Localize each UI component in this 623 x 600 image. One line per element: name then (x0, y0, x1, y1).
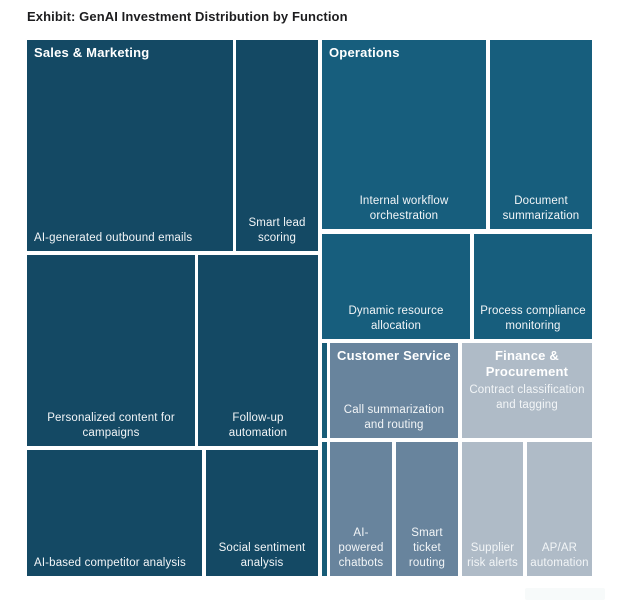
treemap-cell-process-compliance-monitoring[interactable]: Process compliance monitoring (474, 234, 592, 339)
group-header-operations: Operations (329, 45, 400, 60)
treemap-cell-contract-classification-and-tagging[interactable]: Finance & Procurement Contract classific… (462, 343, 592, 438)
treemap-cell-unlabeled[interactable] (322, 343, 327, 438)
treemap-cell-ai-based-competitor-analysis[interactable]: AI-based competitor analysis (27, 450, 202, 576)
treemap-cell-social-sentiment-analysis[interactable]: Social sentiment analysis (206, 450, 318, 576)
cell-label: Personalized content for campaigns (47, 412, 175, 440)
treemap-cell-unlabeled[interactable] (322, 442, 327, 576)
cell-label: Follow-up automation (228, 412, 288, 440)
cell-label: Dynamic resource allocation (348, 305, 444, 333)
group-header-customer-service: Customer Service (337, 348, 451, 363)
treemap-cell-internal-workflow-orchestration[interactable]: Operations Internal workflow orchestrati… (322, 40, 486, 229)
watermark-fragment (525, 588, 605, 600)
group-header-sales-marketing: Sales & Marketing (34, 45, 150, 60)
treemap-cell-supplier-risk-alerts[interactable]: Supplier risk alerts (462, 442, 523, 576)
treemap-cell-smart-lead-scoring[interactable]: Smart lead scoring (236, 40, 318, 251)
cell-label: AI-based competitor analysis (34, 557, 186, 570)
cell-label: Process compliance monitoring (480, 305, 586, 333)
cell-label: Supplier risk alerts (467, 542, 518, 570)
treemap-cell-follow-up-automation[interactable]: Follow-up automation (198, 255, 318, 446)
group-header-finance-procurement: Finance & Procurement (485, 348, 569, 380)
cell-label: Contract classification and tagging (469, 384, 585, 411)
cell-label: AP/AR automation (530, 542, 589, 570)
treemap-cell-ai-generated-outbound-emails[interactable]: Sales & Marketing AI-generated outbound … (27, 40, 233, 251)
treemap-cell-dynamic-resource-allocation[interactable]: Dynamic resource allocation (322, 234, 470, 339)
cell-label: AI-generated outbound emails (34, 232, 193, 245)
cell-label: Smart ticket routing (408, 527, 446, 570)
treemap-cell-ap-ar-automation[interactable]: AP/AR automation (527, 442, 592, 576)
treemap-cell-document-summarization[interactable]: Document summarization (490, 40, 592, 229)
cell-label: Social sentiment analysis (218, 542, 306, 570)
cell-label: Smart lead scoring (248, 217, 306, 245)
cell-label: Call summarization and routing (343, 404, 445, 432)
treemap-cell-call-summarization-and-routing[interactable]: Customer Service Call summarization and … (330, 343, 458, 438)
cell-label: Internal workflow orchestration (359, 195, 449, 223)
treemap-cell-ai-powered-chatbots[interactable]: AI-powered chatbots (330, 442, 392, 576)
page-title: Exhibit: GenAI Investment Distribution b… (27, 9, 348, 24)
cell-label: Document summarization (502, 195, 580, 223)
treemap-cell-smart-ticket-routing[interactable]: Smart ticket routing (396, 442, 458, 576)
treemap-cell-personalized-content-for-campaigns[interactable]: Personalized content for campaigns (27, 255, 195, 446)
cell-label: AI-powered chatbots (338, 527, 384, 570)
